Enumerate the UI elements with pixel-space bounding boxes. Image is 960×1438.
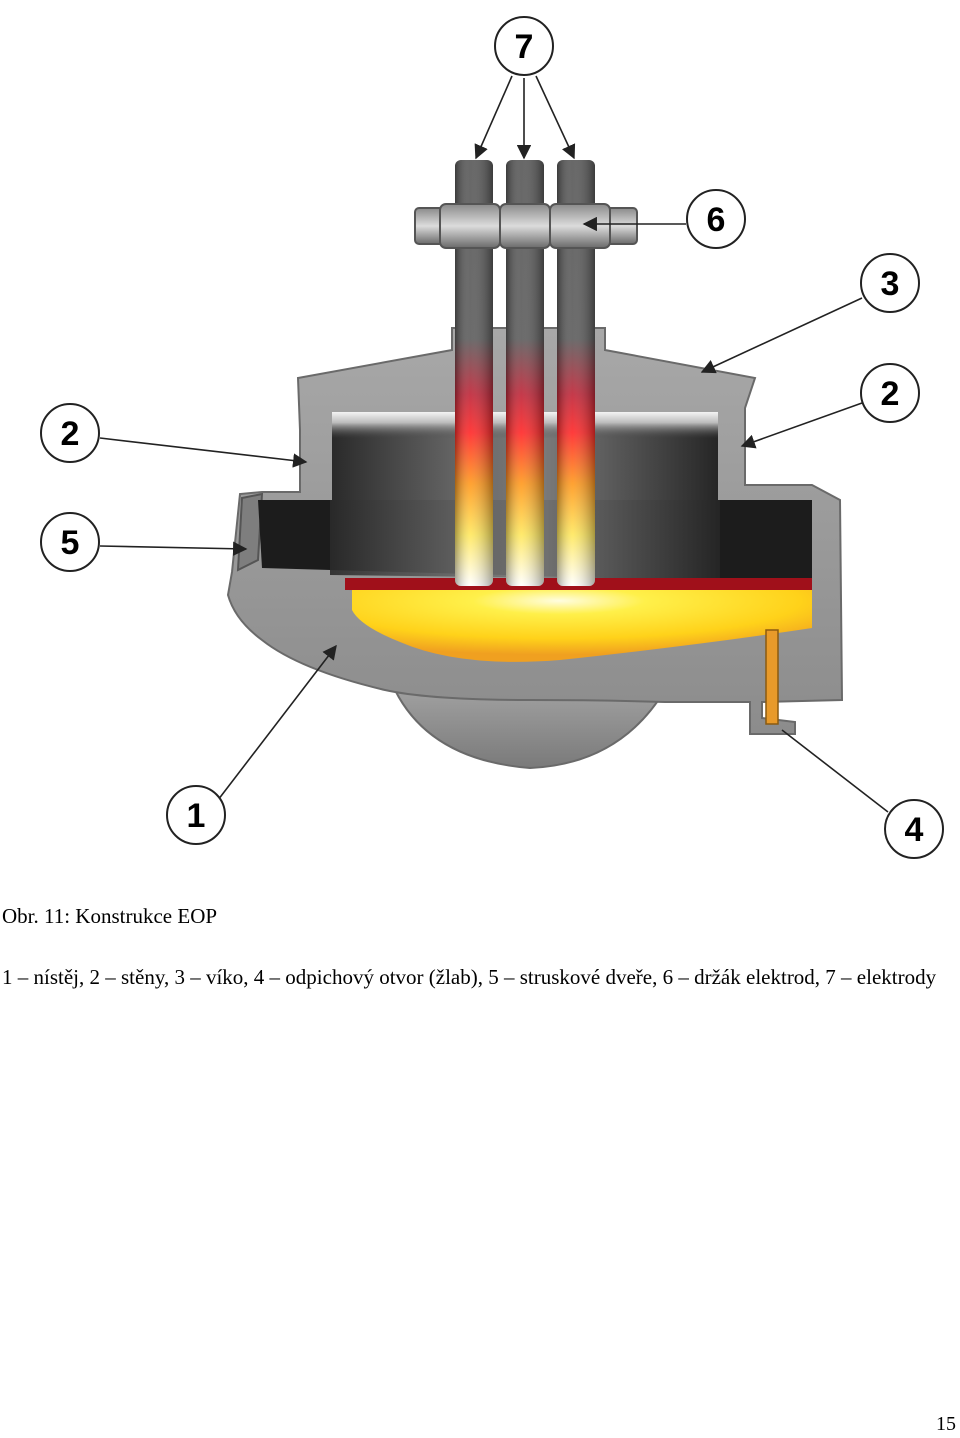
- callout-4: 4: [884, 799, 944, 859]
- figure-caption: Obr. 11: Konstrukce EOP: [2, 904, 218, 928]
- page-number: 15: [936, 1413, 956, 1435]
- svg-text:5: 5: [61, 524, 80, 562]
- tap-hole-channel: [765, 629, 779, 725]
- callout-5: 5: [40, 512, 100, 572]
- callout-1: 1: [166, 785, 226, 845]
- svg-text:3: 3: [881, 265, 900, 303]
- electrodes: [455, 160, 595, 586]
- eaf-diagram: 7 6 3 2 2 5 1 4: [40, 16, 944, 859]
- figure-legend: 1 – nístěj, 2 – stěny, 3 – víko, 4 – odp…: [2, 965, 937, 989]
- svg-text:2: 2: [881, 375, 900, 413]
- svg-text:1: 1: [187, 797, 206, 835]
- hearth-bottom-dome: [393, 689, 667, 770]
- callout-2-left: 2: [40, 403, 100, 463]
- svg-text:2: 2: [61, 415, 80, 453]
- svg-text:6: 6: [707, 201, 726, 239]
- callout-2-right: 2: [860, 363, 920, 423]
- callout-6: 6: [686, 189, 746, 249]
- molten-bath: [352, 590, 812, 662]
- callout-3: 3: [860, 253, 920, 313]
- svg-text:7: 7: [515, 28, 534, 66]
- callout-7: 7: [494, 16, 554, 76]
- svg-text:4: 4: [905, 811, 924, 849]
- electrode-holder: [414, 203, 638, 249]
- leader-lines: [99, 75, 889, 813]
